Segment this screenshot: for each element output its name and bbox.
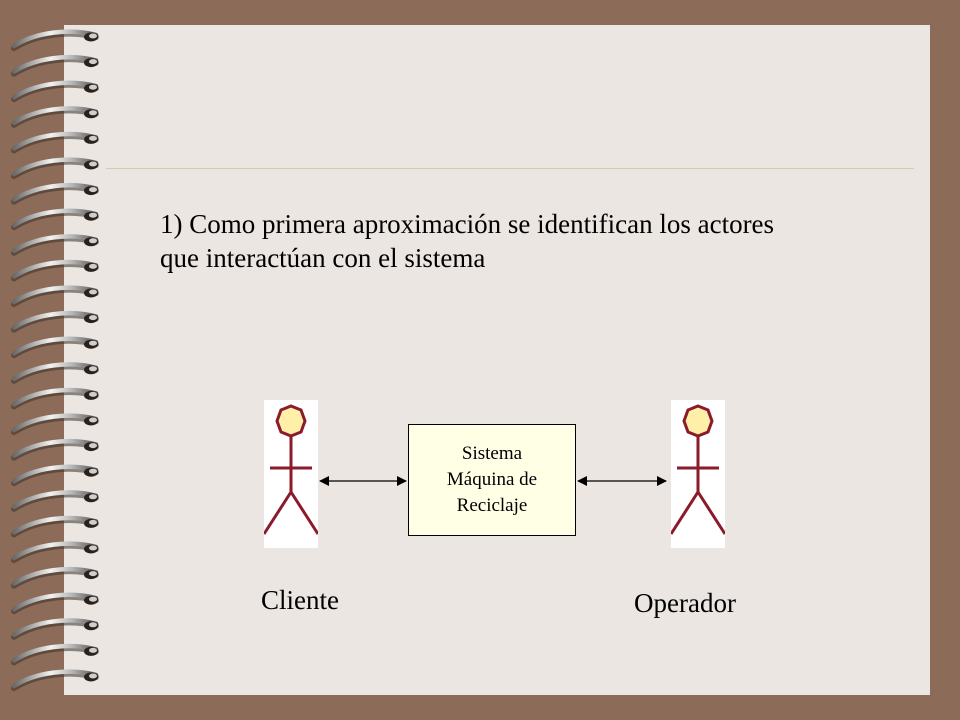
system-line-2: Máquina de (446, 469, 538, 490)
spiral-coil (11, 669, 99, 691)
intro-line-2: que interactúan con el sistema (160, 243, 486, 273)
spiral-coil (11, 131, 99, 154)
spiral-coil (11, 29, 99, 51)
spiral-coil (11, 464, 99, 487)
intro-line-1: 1) Como primera aproximación se identifi… (160, 209, 775, 239)
spiral-coil (11, 541, 99, 563)
spiral-coil (11, 80, 99, 103)
spiral-coil (11, 310, 99, 333)
system-line-1: Sistema (461, 443, 523, 464)
spiral-coil (11, 182, 99, 205)
system-box: Sistema Máquina de Reciclaje (408, 424, 576, 536)
spiral-coil (11, 336, 99, 359)
spiral-coil (11, 515, 99, 538)
spiral-coil (11, 490, 99, 512)
spiral-coil (11, 387, 99, 410)
spiral-coil (11, 259, 99, 282)
actor-operador-icon (671, 400, 725, 548)
actor-head (682, 404, 714, 438)
spiral-coil (11, 106, 99, 128)
system-line-3: Reciclaje (456, 495, 528, 516)
spiral-coil (11, 208, 99, 231)
spiral-coil (11, 592, 99, 615)
spiral-coil (11, 413, 99, 435)
spiral-coil (11, 234, 99, 256)
intro-text: 1) Como primera aproximación se identifi… (160, 207, 900, 275)
actor-label-operador: Operador (634, 588, 736, 618)
spiral-coil (11, 566, 99, 589)
spiral-coil (11, 157, 99, 179)
actor-head (275, 404, 307, 438)
spiral-coil (11, 438, 99, 461)
notebook-page (64, 25, 930, 695)
spiral-coil (11, 54, 99, 77)
actor-cliente-icon (264, 400, 318, 548)
spiral-coil (11, 362, 99, 384)
spiral-binding (11, 29, 99, 691)
spiral-coil (11, 285, 99, 307)
spiral-coil (11, 643, 99, 666)
actor-label-cliente: Cliente (261, 585, 339, 615)
spiral-coil (11, 618, 99, 640)
header-rule (106, 168, 914, 169)
